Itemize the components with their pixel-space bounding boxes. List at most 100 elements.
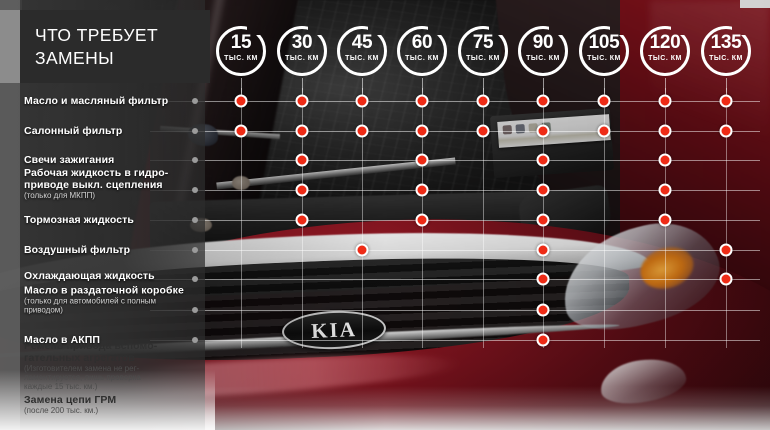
label-panel-edge-strip bbox=[0, 0, 20, 430]
mileage-ring-icon bbox=[277, 26, 327, 76]
mileage-stem bbox=[665, 78, 666, 102]
service-dot[interactable] bbox=[536, 183, 550, 197]
service-dot[interactable] bbox=[536, 153, 550, 167]
service-dot[interactable] bbox=[415, 213, 429, 227]
mileage-ring-icon bbox=[640, 26, 690, 76]
service-item-5[interactable]: Тормозная жидкость bbox=[24, 214, 204, 226]
service-item-6[interactable]: Воздушный фильтр bbox=[24, 244, 204, 256]
service-dot[interactable] bbox=[476, 94, 490, 108]
service-dot[interactable] bbox=[597, 94, 611, 108]
service-item-10[interactable]: Ремень привода вспомо- гательных агрегат… bbox=[24, 340, 204, 392]
mileage-stem bbox=[483, 78, 484, 102]
service-dot[interactable] bbox=[295, 153, 309, 167]
grid-line-horizontal bbox=[150, 101, 760, 102]
grid-line-horizontal bbox=[150, 279, 760, 280]
label-connector-dot bbox=[192, 157, 198, 163]
mileage-unit: ТЫС. КМ bbox=[648, 55, 682, 62]
service-dot[interactable] bbox=[476, 124, 490, 138]
mileage-stem bbox=[543, 78, 544, 102]
service-dot[interactable] bbox=[536, 333, 550, 347]
label-connector-dot bbox=[192, 307, 198, 313]
grid-line-horizontal bbox=[150, 190, 760, 191]
service-dot[interactable] bbox=[597, 124, 611, 138]
mileage-stem bbox=[604, 78, 605, 102]
service-item-7[interactable]: Охлаждающая жидкость bbox=[24, 270, 204, 282]
label-connector-dot bbox=[192, 217, 198, 223]
service-dot[interactable] bbox=[234, 124, 248, 138]
mileage-unit: ТЫС. КМ bbox=[285, 55, 319, 62]
service-item-note: (только для МКПП) bbox=[24, 191, 95, 201]
mileage-value: 105 bbox=[588, 32, 620, 53]
label-connector-dot bbox=[192, 98, 198, 104]
label-connector-dot bbox=[192, 337, 198, 343]
service-dot[interactable] bbox=[295, 94, 309, 108]
grid-line-horizontal bbox=[150, 220, 760, 221]
service-dot[interactable] bbox=[719, 243, 733, 257]
service-dot[interactable] bbox=[719, 94, 733, 108]
service-item-9[interactable]: Масло в АКПП bbox=[24, 334, 204, 346]
service-dot[interactable] bbox=[295, 183, 309, 197]
label-panel-bottom-fade bbox=[0, 370, 215, 430]
grid-line-horizontal bbox=[150, 160, 760, 161]
service-dot[interactable] bbox=[415, 124, 429, 138]
service-dot[interactable] bbox=[536, 213, 550, 227]
grid-line-horizontal bbox=[150, 131, 760, 132]
service-dot[interactable] bbox=[658, 213, 672, 227]
service-dot[interactable] bbox=[719, 124, 733, 138]
label-connector-dot bbox=[192, 187, 198, 193]
label-connector-dot bbox=[192, 128, 198, 134]
service-dot[interactable] bbox=[658, 94, 672, 108]
service-dot[interactable] bbox=[536, 243, 550, 257]
service-dot[interactable] bbox=[536, 272, 550, 286]
service-item-2[interactable]: Салонный фильтр bbox=[24, 125, 204, 137]
service-dot[interactable] bbox=[415, 94, 429, 108]
service-dot[interactable] bbox=[536, 94, 550, 108]
service-dot[interactable] bbox=[658, 183, 672, 197]
service-dot[interactable] bbox=[536, 124, 550, 138]
service-dot[interactable] bbox=[415, 153, 429, 167]
service-item-8[interactable]: Масло в раздаточной коробке(только для а… bbox=[24, 285, 204, 316]
page-title: ЧТО ТРЕБУЕТ ЗАМЕНЫ bbox=[35, 25, 159, 68]
service-item-1[interactable]: Масло и масляный фильтр bbox=[24, 95, 204, 107]
service-item-4[interactable]: Рабочая жидкость в гидро- приводе выкл. … bbox=[24, 167, 204, 201]
service-dot[interactable] bbox=[295, 124, 309, 138]
service-dot[interactable] bbox=[658, 124, 672, 138]
service-dot[interactable] bbox=[355, 94, 369, 108]
service-item-note: (после 200 тыс. км.) bbox=[24, 405, 99, 415]
mileage-unit: ТЫС. КМ bbox=[466, 55, 500, 62]
mileage-value: 75 bbox=[472, 32, 494, 53]
service-dot[interactable] bbox=[295, 213, 309, 227]
mileage-value: 90 bbox=[532, 32, 554, 53]
service-dot[interactable] bbox=[234, 94, 248, 108]
service-item-11[interactable]: Замена цепи ГРМ(после 200 тыс. км.) bbox=[24, 394, 204, 416]
mileage-unit: ТЫС. КМ bbox=[224, 55, 258, 62]
grid-line-horizontal bbox=[150, 340, 760, 341]
service-item-label: Масло и масляный фильтр bbox=[24, 94, 169, 107]
service-item-label: Масло в раздаточной коробке bbox=[24, 284, 184, 297]
service-item-label: Замена цепи ГРМ bbox=[24, 394, 117, 407]
service-dot[interactable] bbox=[415, 183, 429, 197]
label-connector-dot bbox=[192, 276, 198, 282]
service-item-label: Охлаждающая жидкость bbox=[24, 269, 155, 282]
grid-line-vertical bbox=[241, 88, 242, 348]
service-item-label: Масло в АКПП bbox=[24, 333, 101, 346]
mileage-ring-icon bbox=[216, 26, 266, 76]
service-dot[interactable] bbox=[355, 124, 369, 138]
service-dot[interactable] bbox=[658, 153, 672, 167]
service-dot[interactable] bbox=[355, 243, 369, 257]
service-dot[interactable] bbox=[536, 303, 550, 317]
service-item-3[interactable]: Свечи зажигания bbox=[24, 154, 204, 166]
mileage-value: 30 bbox=[291, 32, 313, 53]
mileage-ring-icon bbox=[518, 26, 568, 76]
service-dot[interactable] bbox=[719, 272, 733, 286]
